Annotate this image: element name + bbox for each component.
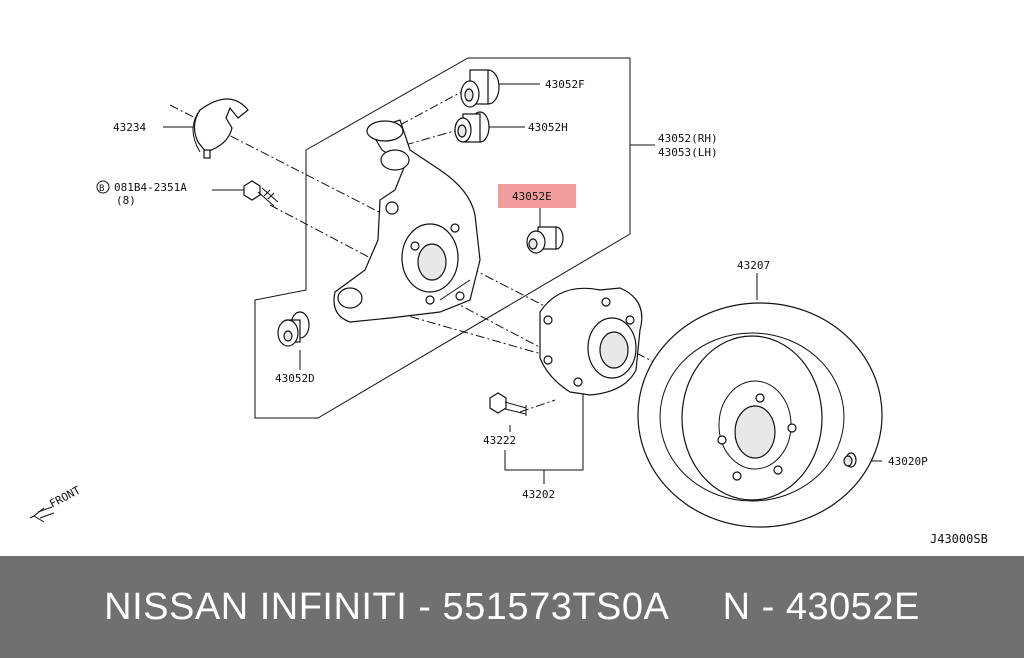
knuckle: [333, 119, 481, 323]
label-front: FRONT: [47, 483, 83, 510]
label-43052e: 43052E: [512, 190, 552, 203]
label-bolt-code: 081B4-2351A: [114, 181, 187, 194]
brake-disc-43207: [637, 302, 883, 528]
label-43207: 43207: [737, 259, 770, 272]
centerline: [399, 89, 466, 126]
bolt-43222: [489, 392, 527, 416]
parts-diagram: 43052F 43052H 43234 B 081B4-2351A (8) 43…: [29, 57, 988, 546]
centerline: [454, 259, 836, 456]
hub-43202: [539, 287, 643, 396]
label-43222: 43222: [483, 434, 516, 447]
bushing-43052h: [454, 111, 490, 143]
centerline: [519, 399, 556, 413]
brand-name: NISSAN INFINITI: [104, 585, 408, 628]
part-info-text: NISSAN INFINITI - 551573TS0A N - 43052E: [104, 586, 920, 629]
separator: -: [750, 585, 786, 628]
label-43234: 43234: [113, 121, 146, 134]
label-43052d: 43052D: [275, 372, 315, 385]
diagram-id: J43000SB: [930, 532, 988, 546]
assembly-frame: [254, 57, 631, 419]
part-number: 551573TS0A: [442, 585, 668, 628]
highlight-box: [498, 184, 576, 208]
label-43052f: 43052F: [545, 78, 585, 91]
front-arrow-icon: [29, 506, 55, 523]
bushing-43052e: [526, 226, 564, 254]
separator: -: [407, 585, 443, 628]
label-43053-lh: 43053(LH): [658, 146, 718, 159]
label-43020p: 43020P: [888, 455, 928, 468]
ref-prefix: N: [722, 585, 751, 628]
part-info-banner: NISSAN INFINITI - 551573TS0A N - 43052E: [0, 556, 1024, 658]
bolt-081b4-2351a: [243, 180, 279, 207]
plug-43020p: [843, 452, 857, 468]
parts-diagram-svg: 43052F 43052H 43234 B 081B4-2351A (8) 43…: [29, 57, 988, 546]
ref-number: 43052E: [785, 585, 920, 628]
dust-shield-43234: [192, 98, 249, 159]
bushing-43052d: [277, 311, 310, 347]
label-bolt-prefix: B: [99, 184, 104, 194]
label-bolt-qty: (8): [116, 194, 136, 207]
bolt-marker-circle: [96, 180, 110, 194]
label-43052-rh: 43052(RH): [658, 132, 718, 145]
leader-43202: [504, 380, 584, 471]
gap: [667, 586, 722, 628]
bushing-43052f: [460, 69, 500, 108]
label-43202: 43202: [522, 488, 555, 501]
label-43052h: 43052H: [528, 121, 568, 134]
